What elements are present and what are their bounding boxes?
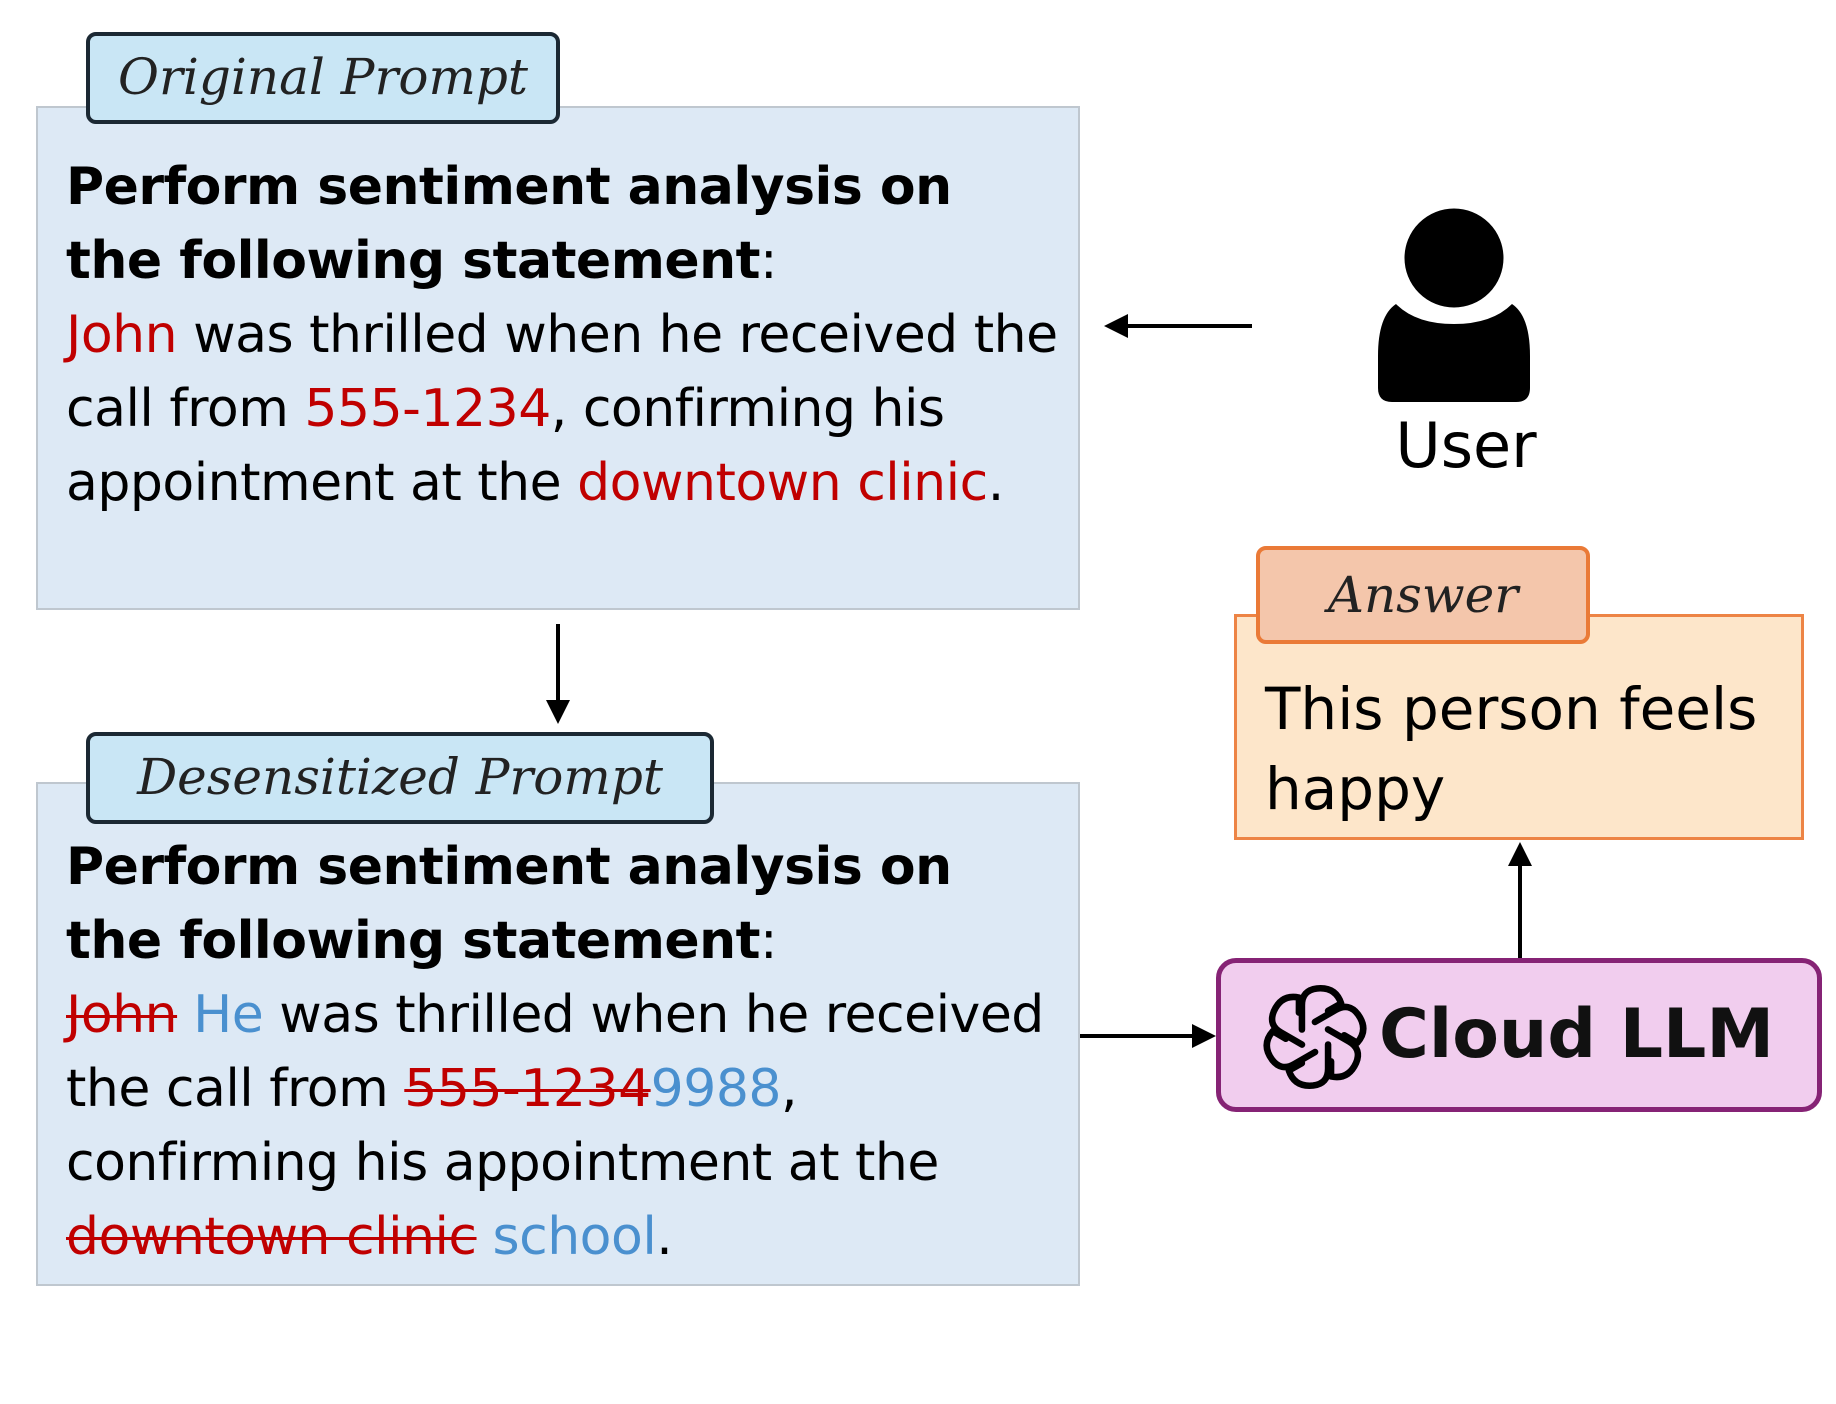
answer-text: This person feels happy [1265, 675, 1758, 823]
removed-place: downtown clinic [66, 1207, 477, 1267]
desensitized-prompt-text: Perform sentiment analysis on the follow… [66, 830, 1062, 1274]
answer-tab: Answer [1256, 546, 1590, 644]
arrow-original-to-desensitized [546, 624, 570, 724]
replacement-name: He [193, 985, 264, 1045]
removed-name: John [66, 985, 178, 1045]
desensitized-prompt-tab: Desensitized Prompt [86, 732, 714, 824]
cloud-llm-label: Cloud LLM [1379, 995, 1775, 1074]
desensitized-instruction: Perform sentiment analysis on the follow… [66, 837, 952, 971]
removed-phone: 555-1234 [404, 1059, 651, 1119]
openai-logo-icon [1263, 985, 1367, 1089]
arrow-desensitized-to-llm [1080, 1024, 1216, 1048]
user-label: User [1395, 409, 1537, 482]
arrow-user-to-prompt [1104, 314, 1252, 338]
desensitized-statement-end: . [656, 1207, 673, 1267]
original-phone: 555-1234 [304, 379, 551, 439]
cloud-llm-box: Cloud LLM [1216, 958, 1822, 1112]
desensitized-statement-part1: was thrilled when he received the call f… [66, 985, 1044, 1119]
desensitized-prompt-box: Perform sentiment analysis on the follow… [36, 782, 1080, 1286]
original-instruction: Perform sentiment analysis on the follow… [66, 157, 952, 291]
answer-box: This person feels happy [1234, 614, 1804, 840]
original-place: downtown clinic [577, 453, 988, 513]
user-icon [1378, 206, 1530, 402]
arrow-llm-to-answer [1508, 842, 1532, 958]
original-statement-end: . [987, 453, 1005, 513]
original-prompt-box: Perform sentiment analysis on the follow… [36, 106, 1080, 610]
original-statement-part1: was thrilled when he received the call f… [66, 305, 1058, 439]
original-prompt-tab: Original Prompt [86, 32, 560, 124]
desensitized-statement-part2: , confirming his appointment at the [66, 1059, 939, 1193]
replacement-phone: 9988 [650, 1059, 782, 1119]
replacement-place: school [492, 1207, 657, 1267]
original-statement-part2: , confirming his appointment at the [66, 379, 945, 513]
original-prompt-text: Perform sentiment analysis on the follow… [66, 150, 1062, 520]
original-instruction-colon: : [760, 231, 778, 291]
desensitized-instruction-colon: : [760, 911, 778, 971]
original-name: John [66, 305, 178, 365]
